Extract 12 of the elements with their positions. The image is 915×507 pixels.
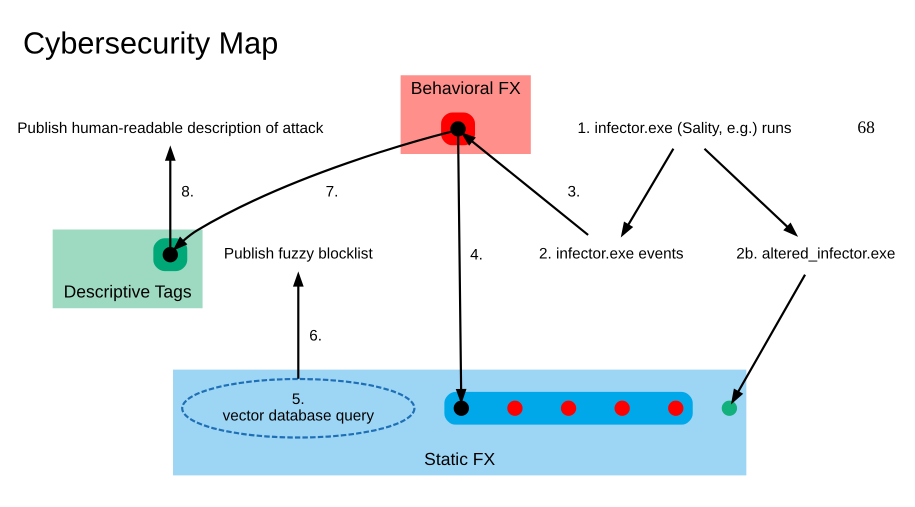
label: 68 [857, 116, 875, 137]
edge-label: 7. [326, 182, 338, 200]
node-text: 2b. altered_infector.exe [736, 245, 896, 262]
edge-label: 6. [309, 326, 322, 344]
node-text: Publish human-readable description of attack [17, 119, 324, 136]
edge-label: 4. [470, 246, 483, 263]
edge-label: 3. [567, 182, 580, 200]
node-text: 2. infector.exe events [538, 245, 684, 262]
edge-label: 8. [181, 182, 194, 200]
diagram-title: Cybersecurity Map [22, 26, 278, 60]
node-text: 1. infector.exe (Sality, e.g.) runs [578, 119, 792, 136]
node-text: Publish fuzzy blocklist [224, 245, 373, 262]
